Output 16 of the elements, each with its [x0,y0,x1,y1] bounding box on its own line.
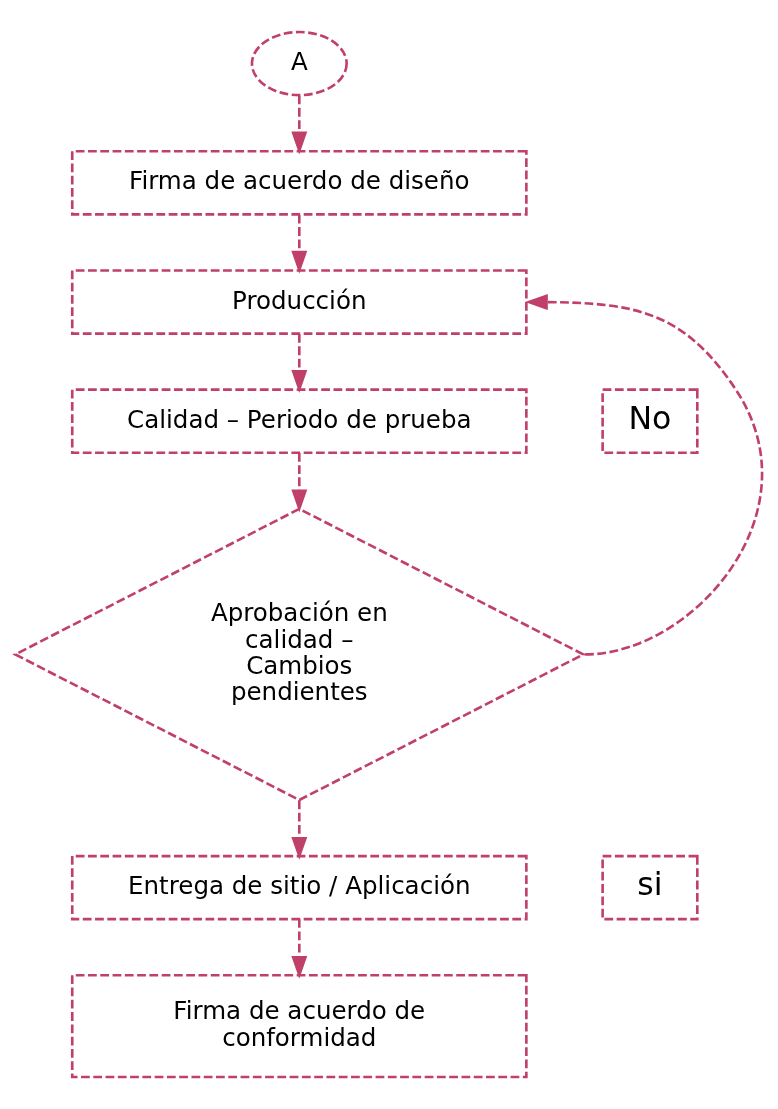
arrow [291,334,308,393]
node-ellipse: A [250,30,348,97]
node-box: si [601,854,699,921]
node-box: Firma de acuerdo de conformidad [70,973,528,1079]
arrow [291,919,308,979]
arrow [291,800,308,860]
node-box: Entrega de sitio / Aplicación [70,854,528,921]
node-box: Firma de acuerdo de diseño [70,149,528,216]
node-box: No [601,388,699,455]
node-diamond: Aprobación en calidad – Cambios pendientes [12,507,587,802]
arrow [291,453,308,513]
node-box: Producción [70,269,528,335]
arrow [291,214,308,274]
arrow [525,294,763,656]
node-box: Calidad – Periodo de prueba [70,388,528,455]
arrow [291,95,308,155]
